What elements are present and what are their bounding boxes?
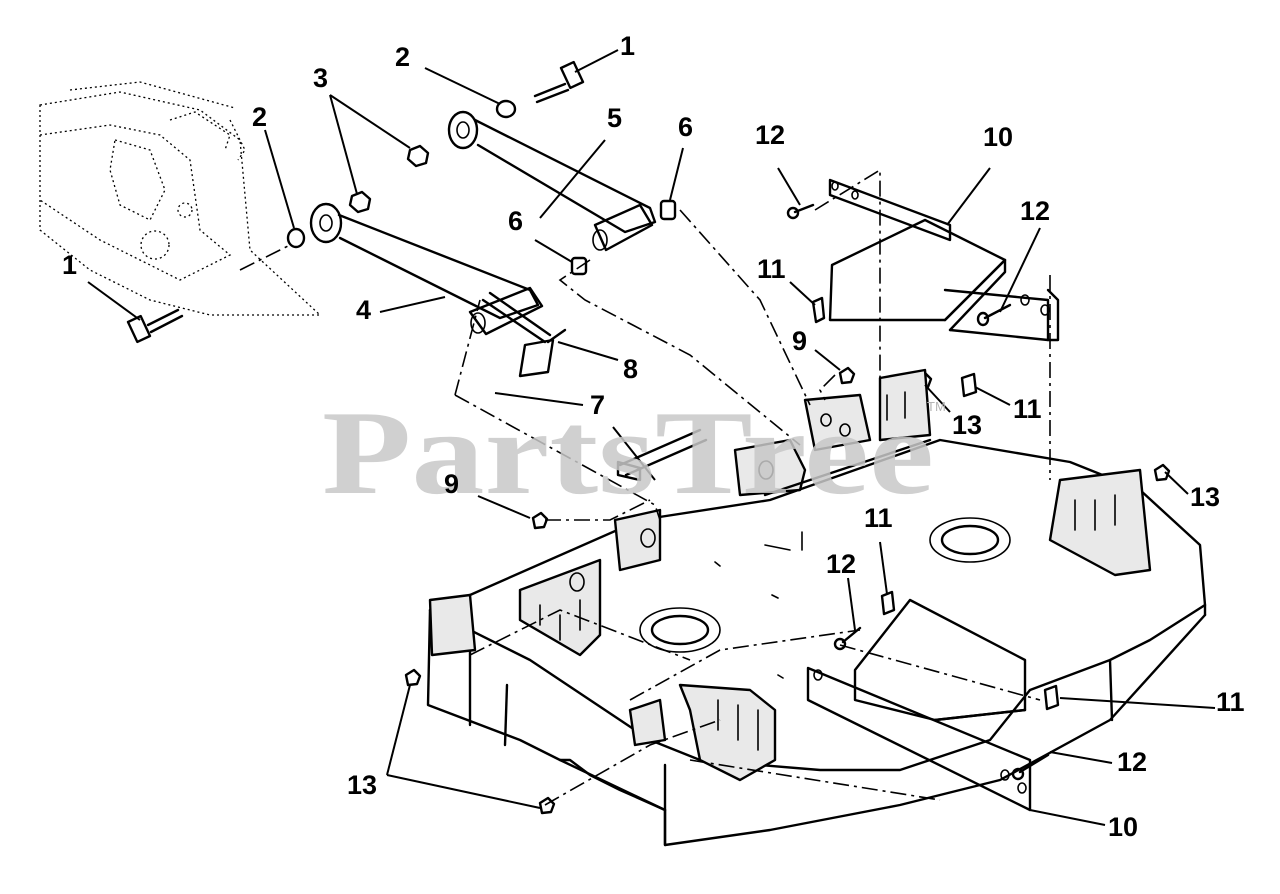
- callout-11-a: 11: [757, 254, 786, 284]
- callout-9-right: 9: [792, 326, 807, 356]
- leader-lines: [87, 49, 1216, 826]
- deck-lift-brackets: [428, 368, 1152, 782]
- callout-12-b: 12: [1020, 196, 1050, 226]
- callout-1-left: 1: [62, 250, 77, 280]
- callout-labels: 1 1 2 2 3 4 5 6 6 7 8 9 9 10 10 11 11 11…: [62, 31, 1245, 842]
- callout-8: 8: [623, 354, 638, 384]
- lower-lift-link: [309, 202, 544, 336]
- callout-4: 4: [356, 295, 371, 325]
- callout-5: 5: [607, 103, 622, 133]
- callout-13-a: 13: [952, 410, 982, 440]
- callout-13-b: 13: [1190, 482, 1220, 512]
- baffle-lower: [806, 598, 1032, 812]
- callout-12-a: 12: [755, 120, 785, 150]
- watermark-trademark: TM: [927, 399, 946, 414]
- callout-13-c: 13: [347, 770, 377, 800]
- callout-3: 3: [313, 63, 328, 93]
- callout-10-lower: 10: [1108, 812, 1138, 842]
- callout-7: 7: [590, 390, 605, 420]
- callout-11-b: 11: [1013, 394, 1042, 424]
- callout-9-left: 9: [444, 469, 459, 499]
- assembly-centerlines: [239, 168, 1051, 806]
- callout-2-left: 2: [252, 102, 267, 132]
- callout-6-left: 6: [508, 206, 523, 236]
- callout-12-d: 12: [1117, 747, 1147, 777]
- tractor-frame-phantom: [39, 81, 322, 316]
- callout-12-c: 12: [826, 549, 856, 579]
- callout-11-c: 11: [864, 503, 893, 533]
- callout-2-upper: 2: [395, 42, 410, 72]
- callout-10-upper: 10: [983, 122, 1013, 152]
- upper-lift-link: [447, 110, 657, 252]
- callout-1-upper: 1: [620, 31, 635, 61]
- baffle-upper: [828, 178, 1060, 342]
- callout-6-right: 6: [678, 112, 693, 142]
- hardware-items: [126, 60, 1171, 815]
- callout-11-d: 11: [1216, 687, 1245, 717]
- watermark-text: PartsTree: [322, 386, 934, 519]
